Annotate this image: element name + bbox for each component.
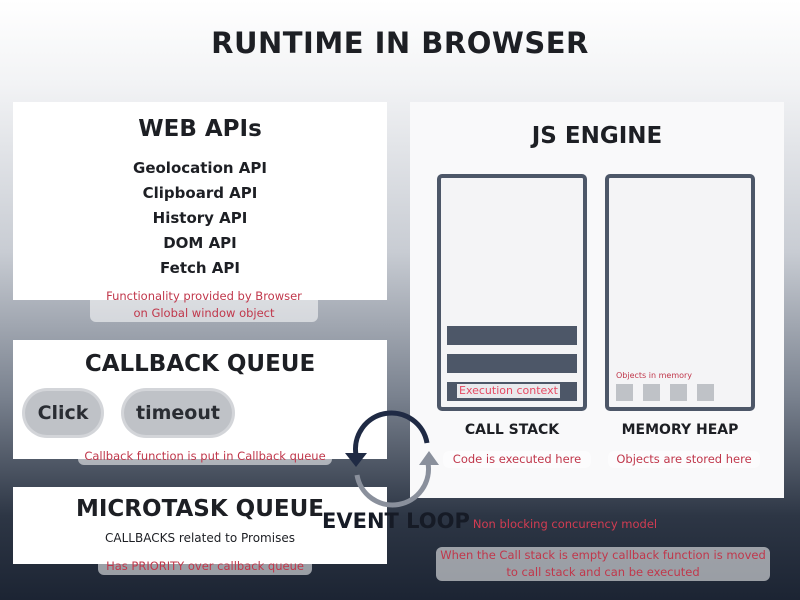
- memory-heap-frame: [605, 174, 755, 411]
- memory-object: [643, 384, 660, 401]
- microtask-queue-note: Has PRIORITY over callback queue: [98, 558, 312, 575]
- microtask-queue-panel: MICROTASK QUEUE CALLBACKS related to Pro…: [13, 487, 387, 564]
- stack-frame: [447, 326, 577, 345]
- memory-heap-label: MEMORY HEAP: [621, 422, 739, 438]
- call-stack-frame: [437, 174, 587, 411]
- memory-heap-note: Objects are stored here: [608, 451, 760, 468]
- callback-item-click: Click: [25, 391, 101, 435]
- loop-arrowhead-up: [419, 451, 439, 465]
- event-loop-description-line1: When the Call stack is empty callback fu…: [440, 548, 766, 562]
- loop-arrowhead-down: [345, 453, 367, 467]
- memory-object: [670, 384, 687, 401]
- event-loop-description: When the Call stack is empty callback fu…: [436, 547, 770, 581]
- page-title: RUNTIME IN BROWSER: [211, 26, 589, 60]
- loop-arc-top: [353, 410, 430, 456]
- web-apis-note: Functionality provided by Browser on Glo…: [90, 288, 318, 322]
- event-loop-description-line2: to call stack and can be executed: [506, 565, 700, 579]
- microtask-queue-subtitle: CALLBACKS related to Promises: [105, 531, 295, 545]
- callback-item-timeout: timeout: [124, 391, 232, 435]
- web-apis-note-line2: on Global window object: [133, 306, 275, 320]
- list-item: History API: [152, 209, 248, 227]
- list-item: Fetch API: [160, 259, 240, 277]
- objects-in-memory-label: Objects in memory: [616, 371, 693, 380]
- list-item: Clipboard API: [142, 184, 258, 202]
- stack-frame: [447, 354, 577, 373]
- web-apis-panel: WEB APIs Geolocation API Clipboard API H…: [13, 102, 387, 300]
- callback-queue-heading: CALLBACK QUEUE: [84, 351, 316, 377]
- callback-queue-note: Callback function is put in Callback que…: [78, 448, 332, 465]
- event-loop-label: EVENT LOOP: [322, 509, 470, 533]
- web-apis-heading: WEB APIs: [138, 116, 262, 142]
- list-item: DOM API: [163, 234, 237, 252]
- memory-object: [616, 384, 633, 401]
- event-loop-note: Non blocking concurency model: [472, 517, 658, 531]
- list-item: Geolocation API: [133, 159, 267, 177]
- call-stack-note: Code is executed here: [443, 451, 591, 468]
- memory-object: [697, 384, 714, 401]
- execution-context-label: Execution context: [457, 384, 560, 398]
- web-apis-note-line1: Functionality provided by Browser: [106, 289, 302, 303]
- loop-arc-bottom: [354, 462, 431, 508]
- js-engine-heading: JS ENGINE: [531, 123, 663, 149]
- web-apis-list: Geolocation API Clipboard API History AP…: [13, 156, 387, 281]
- event-loop-cycle-icon: [345, 410, 439, 508]
- call-stack-label: CALL STACK: [464, 422, 560, 438]
- microtask-queue-heading: MICROTASK QUEUE: [75, 496, 324, 522]
